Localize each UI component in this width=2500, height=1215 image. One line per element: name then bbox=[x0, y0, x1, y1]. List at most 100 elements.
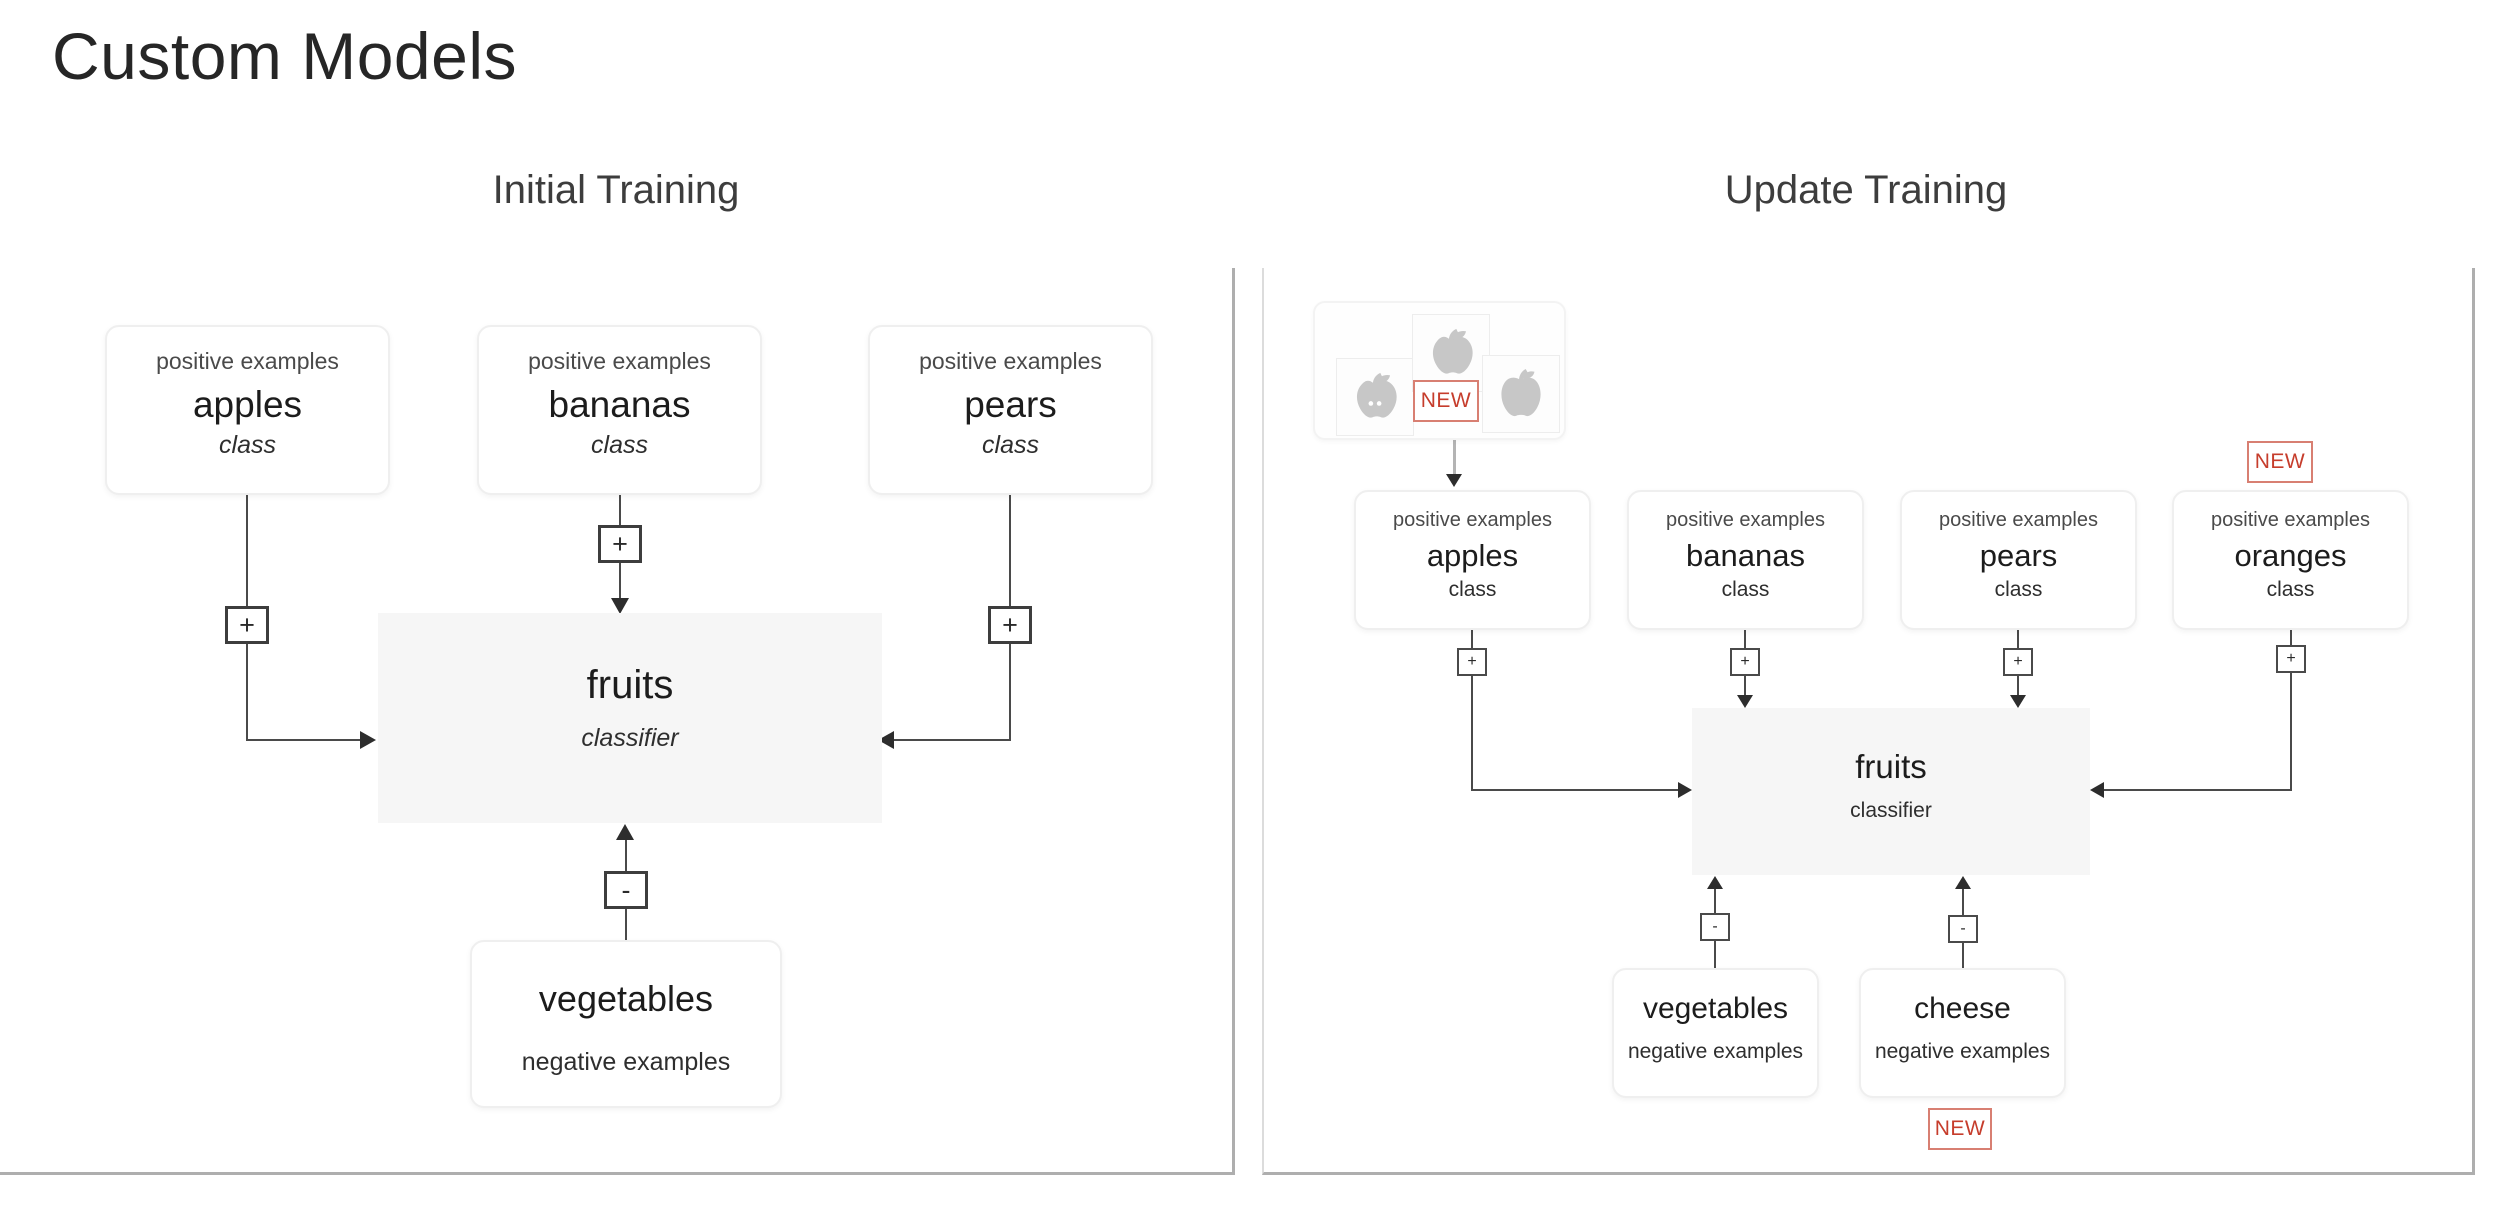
class-name: bananas bbox=[1686, 538, 1805, 573]
arrowhead-down-icon bbox=[2010, 695, 2026, 708]
new-badge: NEW bbox=[1928, 1108, 1992, 1150]
class-name: oranges bbox=[2234, 538, 2347, 573]
minus-operator-box: - bbox=[1700, 913, 1730, 941]
positive-examples-label: positive examples bbox=[1393, 509, 1552, 531]
connector-line bbox=[246, 644, 248, 741]
plus-operator-box: + bbox=[598, 525, 642, 563]
minus-operator-box: - bbox=[604, 871, 648, 909]
class-name: cheese bbox=[1914, 992, 2011, 1025]
connector-line bbox=[894, 739, 1011, 741]
apple-icon bbox=[1432, 328, 1473, 374]
arrowhead-up-icon bbox=[1955, 876, 1971, 889]
class-box-pears: positive examples pears class bbox=[868, 325, 1153, 495]
class-type-label: class bbox=[2266, 578, 2315, 601]
negative-examples-label: negative examples bbox=[1874, 1040, 2051, 1063]
new-examples-thumbnails: NEW bbox=[1313, 301, 1566, 440]
class-name: pears bbox=[964, 384, 1057, 425]
arrowhead-right-icon bbox=[360, 731, 376, 749]
connector-line bbox=[1962, 943, 1964, 968]
class-type-label: class bbox=[219, 431, 276, 459]
plus-glyph: + bbox=[612, 528, 628, 559]
plus-operator-box: + bbox=[2276, 645, 2306, 673]
plus-glyph: + bbox=[1467, 653, 1477, 670]
positive-examples-label: positive examples bbox=[2211, 509, 2370, 531]
minus-operator-box: - bbox=[1948, 915, 1978, 943]
connector-line bbox=[1471, 630, 1473, 648]
initial-training-panel: positive examples apples class positive … bbox=[0, 268, 1235, 1175]
positive-examples-label: positive examples bbox=[919, 348, 1102, 374]
fruits-classifier-box: fruits classifier bbox=[378, 613, 882, 823]
fruits-classifier-box: fruits classifier bbox=[1692, 708, 2090, 875]
connector-line bbox=[246, 739, 362, 741]
class-name: apples bbox=[192, 384, 303, 425]
arrowhead-left-icon bbox=[878, 731, 894, 749]
connector-line bbox=[2017, 630, 2019, 648]
new-badge: NEW bbox=[2247, 441, 2313, 483]
connector-line bbox=[1453, 436, 1456, 476]
classifier-name: fruits bbox=[1855, 748, 1927, 785]
initial-training-header: Initial Training bbox=[492, 168, 740, 212]
apple-icon bbox=[1501, 368, 1541, 417]
page-title: Custom Models bbox=[52, 19, 517, 93]
connector-line bbox=[2017, 676, 2019, 696]
class-box-bananas: positive examples bananas class bbox=[477, 325, 762, 495]
class-type-label: class bbox=[591, 431, 648, 459]
arrowhead-up-icon bbox=[1707, 876, 1723, 889]
example-image-tile bbox=[1482, 355, 1560, 433]
plus-glyph: + bbox=[239, 609, 255, 640]
connector-line bbox=[1471, 676, 1473, 791]
plus-operator-box: + bbox=[1730, 648, 1760, 676]
minus-glyph: - bbox=[1712, 918, 1718, 935]
connector-line bbox=[625, 839, 627, 871]
connector-line bbox=[2290, 673, 2292, 791]
class-box-oranges: positive examples oranges class bbox=[2172, 490, 2409, 630]
classifier-type-label: classifier bbox=[1850, 799, 1932, 822]
negative-box-vegetables: vegetables negative examples bbox=[1612, 968, 1819, 1098]
classifier-type-label: classifier bbox=[581, 724, 679, 752]
connector-line bbox=[246, 476, 248, 606]
plus-operator-box: + bbox=[225, 606, 269, 644]
positive-examples-label: positive examples bbox=[1939, 509, 2098, 531]
arrowhead-down-icon bbox=[1737, 695, 1753, 708]
example-image-tile bbox=[1412, 314, 1490, 392]
connector-line bbox=[619, 563, 621, 599]
class-name: vegetables bbox=[538, 978, 714, 1019]
plus-glyph: + bbox=[1002, 609, 1018, 640]
positive-examples-label: positive examples bbox=[1666, 509, 1825, 531]
negative-examples-label: negative examples bbox=[521, 1048, 731, 1076]
connector-line bbox=[1744, 630, 1746, 648]
arrowhead-down-icon bbox=[1446, 474, 1462, 487]
negative-box-cheese: cheese negative examples bbox=[1859, 968, 2066, 1098]
arrowhead-left-icon bbox=[2090, 782, 2104, 798]
classifier-name: fruits bbox=[586, 663, 674, 707]
positive-examples-label: positive examples bbox=[156, 348, 339, 374]
class-box-apples: positive examples apples class bbox=[1354, 490, 1591, 630]
new-badge: NEW bbox=[1413, 380, 1479, 422]
class-type-label: class bbox=[1994, 578, 2043, 601]
arrowhead-up-icon bbox=[616, 824, 634, 840]
update-training-header: Update Training bbox=[1724, 168, 2008, 212]
connector-line bbox=[2290, 624, 2292, 645]
connector-line bbox=[1471, 789, 1678, 791]
connector-line bbox=[1714, 941, 1716, 968]
new-badge-label: NEW bbox=[2254, 450, 2306, 473]
new-badge-label: NEW bbox=[1934, 1117, 1986, 1140]
plus-glyph: + bbox=[2286, 650, 2296, 667]
plus-glyph: + bbox=[1740, 653, 1750, 670]
class-name: apples bbox=[1426, 538, 1519, 573]
class-name: vegetables bbox=[1642, 992, 1789, 1025]
connector-line bbox=[2104, 789, 2292, 791]
arrowhead-right-icon bbox=[1678, 782, 1692, 798]
connector-line bbox=[1009, 644, 1011, 741]
new-badge-label: NEW bbox=[1420, 389, 1472, 412]
class-type-label: class bbox=[1448, 578, 1497, 601]
class-name: pears bbox=[1979, 538, 2058, 573]
plus-operator-box: + bbox=[2003, 648, 2033, 676]
negative-box-vegetables: vegetables negative examples bbox=[470, 940, 782, 1108]
connector-line bbox=[1744, 676, 1746, 696]
apple-icon bbox=[1356, 372, 1397, 418]
class-box-bananas: positive examples bananas class bbox=[1627, 490, 1864, 630]
connector-line bbox=[1009, 476, 1011, 606]
positive-examples-label: positive examples bbox=[528, 348, 711, 374]
